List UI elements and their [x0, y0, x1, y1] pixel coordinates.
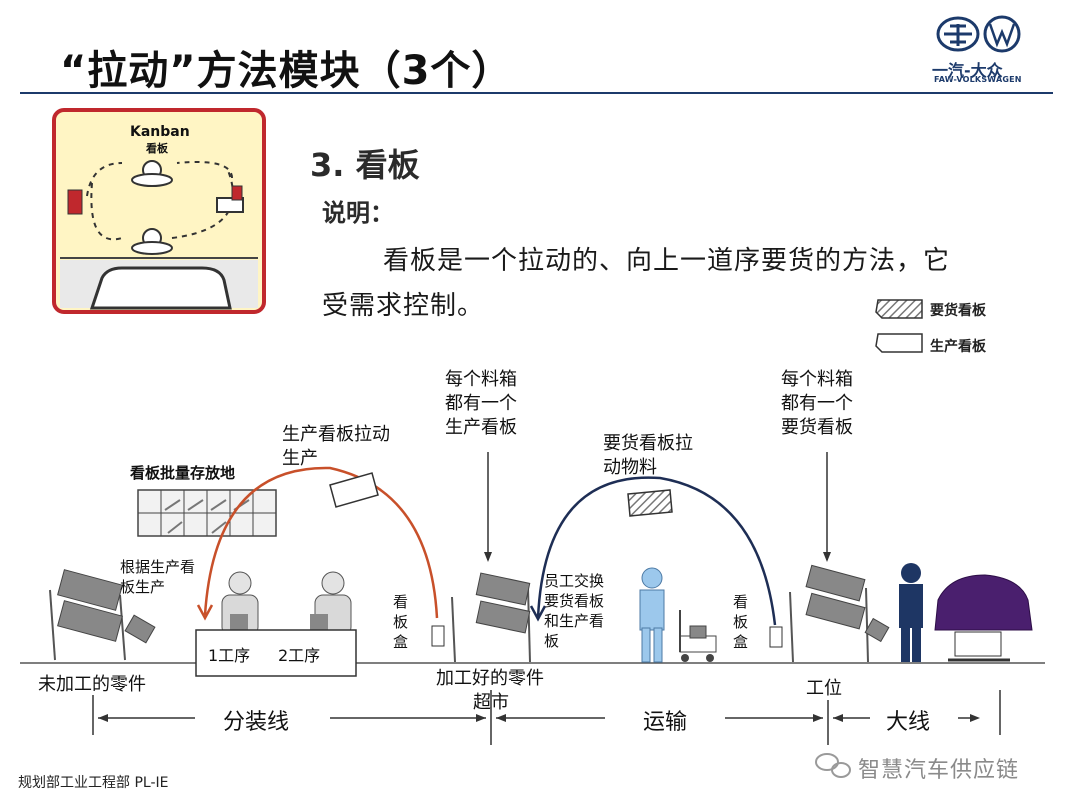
assembly-workers	[221, 571, 352, 636]
section-subtitle: 说明：	[322, 199, 394, 227]
kanban-thumbnail: Kanban 看板	[52, 108, 266, 314]
order-arc-arrowhead	[529, 605, 547, 622]
legend-swatches	[875, 299, 923, 353]
label-worker-exchange: 员工交换 要货看板 和生产看 板	[544, 572, 605, 650]
label-unprocessed-parts: 未加工的零件	[38, 674, 146, 695]
transport-worker	[639, 567, 665, 663]
raw-parts-rack	[49, 569, 156, 661]
line-worker	[899, 563, 923, 662]
legend-order-kanban-label: 要货看板	[930, 303, 986, 319]
flow-stage-transport: 运输	[643, 710, 688, 735]
label-batch-storage: 看板批量存放地	[130, 464, 236, 482]
logo-text-cn: 一汽-大众	[932, 61, 1003, 80]
description-line-1: 看板是一个拉动的、向上一道序要货的方法，它	[383, 246, 951, 276]
kanban-thumbnail-illustration	[52, 108, 266, 314]
label-each-bin-order: 每个料箱 都有一个 要货看板	[781, 369, 853, 438]
section-title: 3. 看板	[310, 146, 420, 184]
order-kanban-card-icon	[627, 489, 673, 517]
production-kanban-card-icon	[329, 472, 379, 508]
transport-cart	[679, 610, 717, 662]
production-arc-arrowhead	[196, 604, 214, 621]
production-kanban-arc	[203, 466, 439, 619]
legend-order-kanban-swatch	[875, 299, 923, 319]
page-title: “拉动”方法模块（3个）	[60, 48, 513, 94]
assembly-table	[195, 629, 357, 677]
label-kanban-box-left: 看 板 盒	[393, 593, 409, 651]
flow-arrows	[92, 690, 1001, 745]
logo-text-en: FAW-VOLKSWAGEN	[934, 75, 1022, 84]
footer-department: 规划部工业工程部 PL-IE	[18, 775, 169, 791]
label-kanban-box-right: 看 板 盒	[733, 593, 749, 651]
label-station-2: 2工序	[278, 646, 321, 665]
label-order-pull: 要货看板拉 动物料	[603, 433, 693, 478]
label-each-bin-production: 每个料箱 都有一个 生产看板	[445, 369, 517, 438]
label-workstation: 工位	[806, 678, 842, 699]
supermarket-rack	[431, 572, 531, 663]
flow-stage-subassembly: 分装线	[223, 710, 290, 735]
flow-stage-main-line: 大线	[886, 710, 931, 735]
label-produce-by-kanban: 根据生产看 板生产	[120, 558, 196, 596]
watermark-text: 智慧汽车供应链	[858, 758, 1020, 783]
label-supermarket: 超市	[473, 692, 509, 713]
car-on-line	[934, 574, 1033, 662]
order-kanban-arc	[536, 476, 777, 626]
thumbnail-label-cn: 看板	[146, 142, 168, 155]
label-station-1: 1工序	[208, 646, 251, 665]
header-divider	[20, 92, 1053, 94]
kanban-batch-storage-rack	[137, 489, 277, 537]
description-line-2: 受需求控制。	[322, 291, 485, 321]
label-processed-parts: 加工好的零件	[436, 668, 544, 689]
legend-production-kanban-label: 生产看板	[930, 339, 986, 355]
thumbnail-label-en: Kanban	[130, 124, 190, 140]
wechat-icon	[815, 753, 851, 778]
lineside-rack	[769, 564, 890, 663]
label-production-pull: 生产看板拉动 生产	[282, 424, 390, 469]
faw-vw-logo-icon	[936, 15, 1021, 53]
legend-production-kanban-swatch	[875, 333, 923, 353]
